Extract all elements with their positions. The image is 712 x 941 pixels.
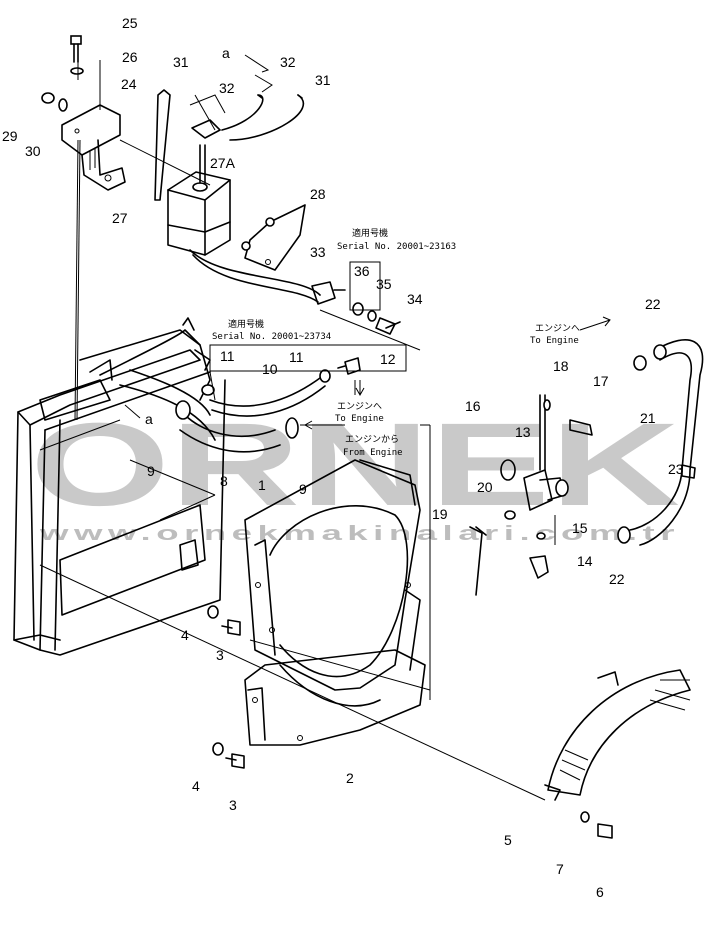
label-36: 36	[354, 263, 370, 279]
leader-lines	[39, 44, 556, 801]
hose-10	[201, 369, 331, 417]
serial-note-1-jp: 適用号機	[352, 227, 388, 239]
label-32-top: 32	[280, 54, 296, 70]
cock-14	[529, 532, 549, 579]
bolt-34	[375, 317, 401, 335]
label-29: 29	[2, 128, 18, 144]
oring-16	[500, 459, 516, 481]
callout-box-36-35	[349, 261, 381, 311]
to-engine-note-1: To Engine	[530, 336, 579, 346]
fan-shroud-2	[244, 649, 426, 746]
to-engine-arrow-1	[579, 316, 611, 331]
washers-35-36	[352, 302, 377, 322]
a-arrow-mid	[124, 404, 141, 419]
serial-callout-box	[209, 344, 407, 372]
to-engine-arrow-2	[355, 380, 365, 397]
watermark-url: www.ornekmakinalari.com.tr	[38, 523, 680, 545]
serial-note-2: Serial No. 20001~23734	[212, 332, 331, 342]
label-24: 24	[121, 76, 137, 92]
label-28: 28	[310, 186, 326, 202]
bolt-3-upper	[207, 605, 241, 636]
label-21: 21	[640, 410, 656, 426]
radiator-core	[13, 329, 226, 656]
label-11-left: 11	[220, 348, 235, 364]
label-27: 27	[112, 210, 128, 226]
label-30: 30	[25, 143, 41, 159]
fitting-12	[337, 357, 361, 375]
to-engine-note-2-jp: エンジンへ	[337, 402, 382, 412]
label-15: 15	[572, 520, 588, 536]
label-18: 18	[553, 358, 569, 374]
part-labels: 25 26 24 29 30 31 a 32 32 31 27A 27 28 3…	[2, 15, 684, 900]
label-35: 35	[376, 276, 392, 292]
label-12: 12	[380, 351, 396, 367]
label-7: 7	[556, 861, 564, 877]
a-arrow-top	[244, 54, 270, 73]
fan-shroud-1	[244, 459, 421, 691]
label-a-mid: a	[145, 411, 153, 427]
label-9-right: 9	[299, 481, 307, 497]
bolt-6	[580, 811, 613, 839]
water-outlet-13	[523, 394, 593, 511]
hose-8	[175, 400, 299, 453]
label-10: 10	[262, 361, 278, 377]
clip-33	[311, 281, 346, 305]
serial-note-2-jp: 適用号機	[228, 318, 264, 330]
plug-20	[504, 510, 516, 520]
to-engine-note-1-jp: エンジンへ	[535, 324, 580, 334]
label-20: 20	[477, 479, 493, 495]
label-33: 33	[310, 244, 326, 260]
label-26: 26	[122, 49, 138, 65]
label-8: 8	[220, 473, 228, 489]
label-13: 13	[515, 424, 531, 440]
nut-29	[41, 92, 68, 112]
hose-21	[617, 339, 704, 546]
label-22-bottom: 22	[609, 571, 625, 587]
label-34: 34	[407, 291, 423, 307]
label-27a: 27A	[210, 155, 236, 171]
reservoir-tank-27	[154, 89, 321, 303]
label-9-left: 9	[147, 463, 155, 479]
label-14: 14	[577, 553, 593, 569]
label-17: 17	[593, 373, 609, 389]
label-25: 25	[122, 15, 138, 31]
label-22-top: 22	[645, 296, 661, 312]
label-32-mid: 32	[219, 80, 235, 96]
from-engine-arrow	[303, 420, 345, 430]
bolt-25	[70, 35, 84, 75]
label-11-right: 11	[289, 349, 304, 365]
fan-guard-5	[544, 669, 691, 801]
from-engine-note-jp: エンジンから	[345, 434, 399, 445]
label-31-right: 31	[315, 72, 331, 88]
label-2: 2	[346, 770, 354, 786]
label-1: 1	[258, 477, 266, 493]
to-engine-note-2: To Engine	[335, 414, 384, 424]
label-4-upper: 4	[181, 627, 189, 643]
label-31-left: 31	[173, 54, 189, 70]
label-a-top: a	[222, 45, 230, 61]
label-23: 23	[668, 461, 684, 477]
label-5: 5	[504, 832, 512, 848]
bracket-24	[61, 104, 211, 421]
bolt-3-lower	[212, 742, 245, 769]
annotations: 適用号機 Serial No. 20001~23163 適用号機 Serial …	[124, 54, 611, 458]
pipe-19	[469, 526, 487, 596]
label-16: 16	[465, 398, 481, 414]
label-4-lower: 4	[192, 778, 200, 794]
label-6: 6	[596, 884, 604, 900]
bracket-28	[241, 204, 306, 271]
label-3-lower: 3	[229, 797, 237, 813]
label-3-upper: 3	[216, 647, 224, 663]
label-19: 19	[432, 506, 448, 522]
from-engine-note: From Engine	[343, 448, 403, 458]
serial-note-1: Serial No. 20001~23163	[337, 242, 456, 252]
